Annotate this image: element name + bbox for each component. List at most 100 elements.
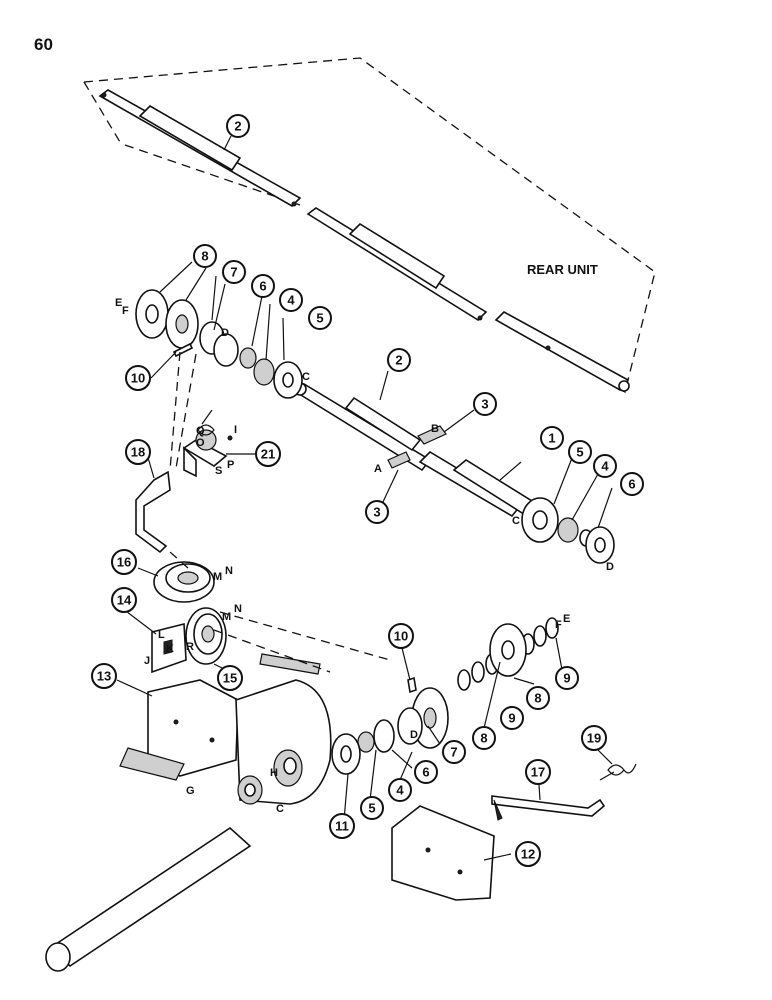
callout-6-low: 6 <box>414 760 438 784</box>
svg-text:5: 5 <box>368 801 375 816</box>
svg-text:16: 16 <box>117 555 131 570</box>
svg-text:13: 13 <box>97 669 111 684</box>
svg-text:N: N <box>234 603 242 615</box>
callout-3-top: 3 <box>473 392 497 416</box>
svg-text:M: M <box>213 571 222 583</box>
shield-13 <box>119 679 239 781</box>
rear-shaft-lower <box>494 311 630 392</box>
callout-9-b: 9 <box>500 706 524 730</box>
svg-text:18: 18 <box>131 445 145 460</box>
lower-flange-stack <box>331 687 449 775</box>
svg-text:6: 6 <box>422 765 429 780</box>
callout-8-low: 8 <box>472 726 496 750</box>
svg-text:21: 21 <box>261 447 275 462</box>
svg-text:H: H <box>270 767 278 779</box>
svg-text:A: A <box>374 463 382 475</box>
callout-5-top: 5 <box>308 306 332 330</box>
bracket-14 <box>151 622 187 674</box>
callout-6-right: 6 <box>620 472 644 496</box>
svg-text:7: 7 <box>450 745 457 760</box>
rear-unit-caption: REAR UNIT <box>527 262 598 277</box>
svg-text:N: N <box>225 565 233 577</box>
idler-arm-assembly <box>182 409 233 478</box>
svg-text:10: 10 <box>131 371 145 386</box>
callout-17: 17 <box>525 759 551 785</box>
callout-leaders <box>116 135 613 861</box>
reference-letters: E F D C B A C D I Q O S P M N M N R L K … <box>115 297 614 815</box>
svg-text:F: F <box>122 305 129 317</box>
svg-text:E: E <box>115 297 122 309</box>
callout-14: 14 <box>111 587 137 613</box>
svg-text:9: 9 <box>508 711 515 726</box>
callout-1: 1 <box>540 426 564 450</box>
callout-15: 15 <box>217 665 243 691</box>
spring-19 <box>599 763 637 781</box>
main-shaft <box>293 382 542 520</box>
svg-text:D: D <box>410 729 418 741</box>
svg-text:M: M <box>222 611 231 623</box>
housing-11 <box>235 679 332 805</box>
svg-text:6: 6 <box>259 279 266 294</box>
svg-text:D: D <box>221 327 229 339</box>
svg-text:14: 14 <box>117 593 132 608</box>
callout-4-right: 4 <box>593 454 617 478</box>
svg-text:K: K <box>166 643 174 655</box>
key-lower <box>387 451 411 469</box>
svg-text:R: R <box>186 641 194 653</box>
svg-text:6: 6 <box>628 477 635 492</box>
key-upper <box>417 425 447 445</box>
callout-4-top: 4 <box>279 288 303 312</box>
belt-routing-lines <box>169 351 391 673</box>
svg-text:C: C <box>276 803 284 815</box>
svg-text:L: L <box>158 629 165 641</box>
bearing-stack-right <box>521 497 615 564</box>
svg-text:J: J <box>144 655 150 667</box>
svg-text:P: P <box>227 459 234 471</box>
callout-10-top: 10 <box>125 365 151 391</box>
callout-10-low: 10 <box>388 623 414 649</box>
callout-2-mid: 2 <box>387 348 411 372</box>
svg-text:G: G <box>186 785 195 797</box>
svg-text:E: E <box>563 613 570 625</box>
upper-left-flange-stack <box>135 289 303 399</box>
svg-text:8: 8 <box>480 731 487 746</box>
page-number: 60 <box>34 35 53 54</box>
svg-text:7: 7 <box>230 265 237 280</box>
svg-text:3: 3 <box>481 397 488 412</box>
callout-8-top: 8 <box>193 244 217 268</box>
svg-text:D: D <box>606 561 614 573</box>
svg-text:1: 1 <box>548 431 555 446</box>
rod-18 <box>135 470 171 554</box>
svg-text:9: 9 <box>563 671 570 686</box>
svg-text:17: 17 <box>531 765 545 780</box>
lower-drive-shaft <box>45 775 263 972</box>
lever-17 <box>491 795 606 821</box>
svg-text:2: 2 <box>234 119 241 134</box>
svg-text:Q: Q <box>196 425 205 437</box>
svg-text:4: 4 <box>396 783 404 798</box>
svg-text:I: I <box>234 424 237 436</box>
callout-8-right: 8 <box>526 686 550 710</box>
svg-text:12: 12 <box>521 847 535 862</box>
callout-18: 18 <box>125 439 151 465</box>
svg-text:3: 3 <box>373 505 380 520</box>
rear-unit-outline <box>83 57 656 393</box>
rear-shaft-upper <box>98 89 302 207</box>
callout-13: 13 <box>91 663 117 689</box>
svg-text:19: 19 <box>587 731 601 746</box>
disc-8-right <box>489 623 527 677</box>
callout-6-top: 6 <box>251 274 275 298</box>
callout-2-top: 2 <box>226 114 250 138</box>
pulley-16 <box>153 561 215 603</box>
svg-text:5: 5 <box>576 445 583 460</box>
callout-5-low: 5 <box>360 796 384 820</box>
callout-19: 19 <box>581 725 607 751</box>
svg-text:10: 10 <box>394 629 408 644</box>
callout-3-low: 3 <box>365 500 389 524</box>
svg-text:4: 4 <box>601 459 609 474</box>
svg-text:8: 8 <box>534 691 541 706</box>
pin-upper <box>172 342 194 358</box>
pulley-15 <box>185 607 227 665</box>
svg-text:11: 11 <box>335 819 349 834</box>
